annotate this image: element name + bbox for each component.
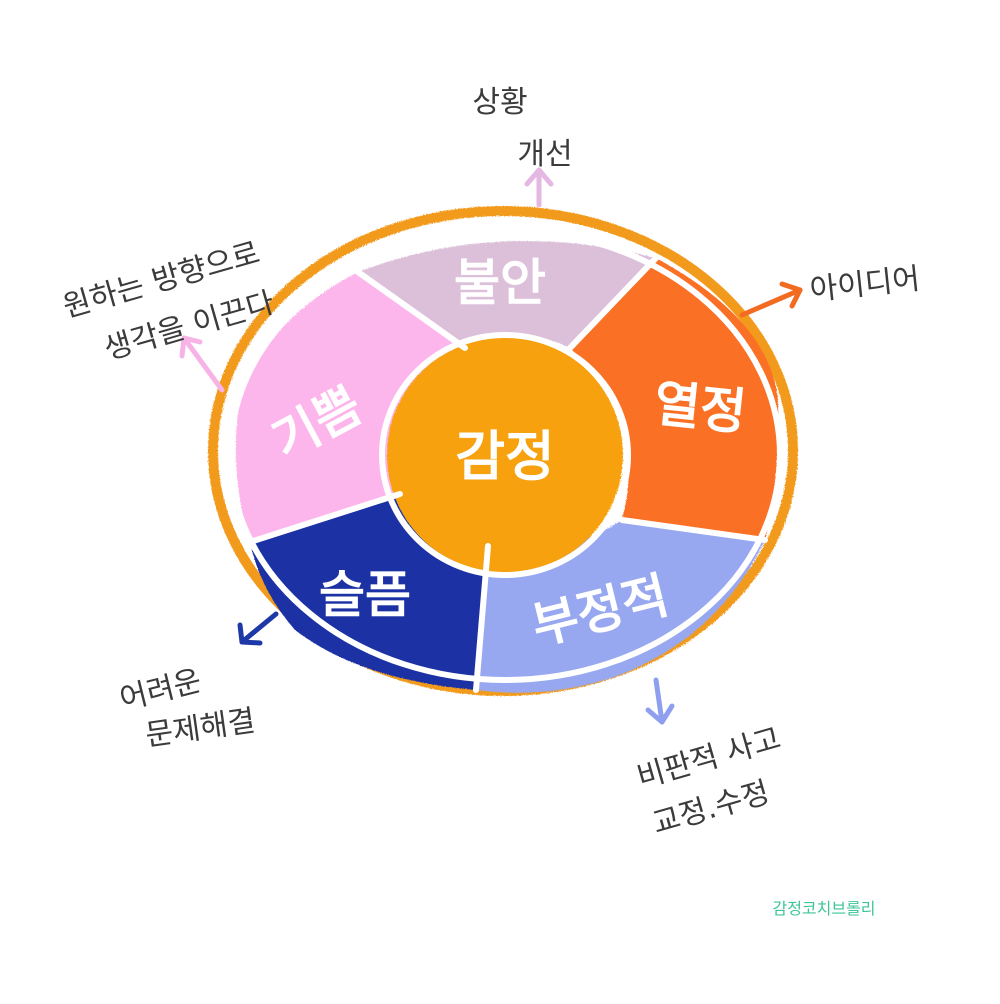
segment-dividers xyxy=(227,227,783,693)
arrow-down-left-icon xyxy=(237,611,279,646)
arrow-up-icon xyxy=(524,167,554,208)
segment-label-sadness: 슬픔 xyxy=(319,566,411,624)
arrow-up-left-icon xyxy=(179,335,225,393)
emotion-wheel xyxy=(227,227,783,693)
outcome-anxiety-line1: 상황 xyxy=(472,85,527,120)
segment-passion xyxy=(570,258,779,540)
outcome-anxiety-line2: 개선 xyxy=(517,137,572,172)
center-circle xyxy=(387,337,623,573)
outcome-sadness-line1: 어려운 xyxy=(116,663,205,717)
arrow-right-icon xyxy=(739,281,803,318)
segment-label-passion: 열정 xyxy=(651,374,749,441)
outcome-passion-line1: 아이디어 xyxy=(808,262,921,308)
center-label: 감정 xyxy=(455,425,554,488)
outcome-sadness-line2: 문제해결 xyxy=(143,703,257,753)
segment-joy xyxy=(235,272,465,542)
arrow-down-icon xyxy=(645,677,675,725)
credit-label: 감정코치브롤리 xyxy=(772,899,875,918)
segment-label-anxiety: 불안 xyxy=(454,254,546,312)
